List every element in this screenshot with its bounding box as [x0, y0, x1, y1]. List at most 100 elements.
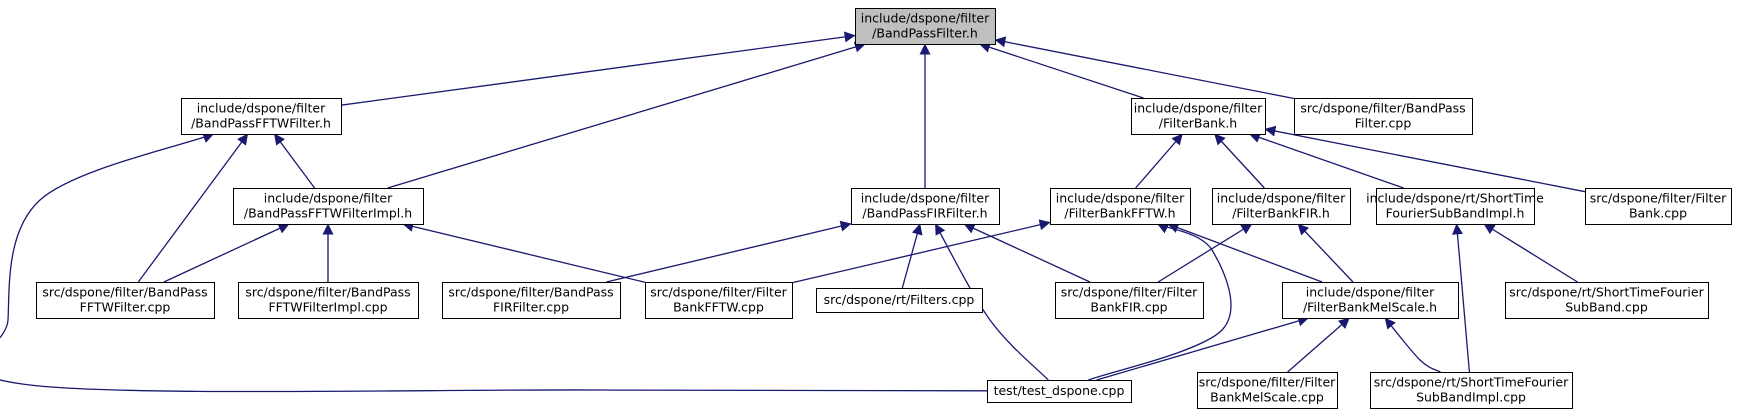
node-filterbank_h[interactable]: include/dspone/filter/FilterBank.h — [1131, 98, 1266, 135]
node-box — [1294, 98, 1473, 135]
node-label-line: SubBandImpl.cpp — [1416, 390, 1526, 405]
node-label-line: include/dspone/rt/ShortTime — [1366, 191, 1544, 206]
node-stfsb_cpp[interactable]: src/dspone/rt/ShortTimeFourierSubBand.cp… — [1505, 282, 1709, 319]
node-fbfir_h[interactable]: include/dspone/filter/FilterBankFIR.h — [1212, 188, 1351, 225]
node-fbfftw_cpp[interactable]: src/dspone/filter/FilterBankFFTW.cpp — [645, 282, 793, 319]
node-label-line: include/dspone/filter — [1056, 191, 1185, 206]
node-bpfftwimpl_cpp[interactable]: src/dspone/filter/BandPassFFTWFilterImpl… — [238, 282, 419, 319]
node-label-line: src/dspone/filter/BandPass — [42, 285, 207, 300]
node-label-line: include/dspone/filter — [861, 11, 990, 26]
edge-bpfir_cpp-to-bpfir_h — [606, 220, 852, 283]
node-box — [1055, 282, 1204, 319]
edges-layer — [0, 31, 1586, 393]
node-box — [36, 282, 215, 319]
node-label-line: src/dspone/filter/BandPass — [245, 285, 410, 300]
node-label-line: /FilterBankFFTW.h — [1064, 206, 1175, 221]
node-box — [1376, 188, 1535, 225]
edge-test_cpp-to-bpfir_h — [934, 223, 1049, 381]
node-label-line: /FilterBankFIR.h — [1232, 206, 1330, 221]
node-label-line: src/dspone/filter/Filter — [1590, 191, 1727, 206]
node-label-line: include/dspone/filter — [1134, 101, 1263, 116]
edge-filters_cpp-to-bpfir_h — [901, 223, 923, 289]
edge-stfsbimpl_cpp-to-stfsbimpl_h — [1452, 223, 1471, 373]
node-fbfftw_h[interactable]: include/dspone/filter/FilterBankFFTW.h — [1050, 188, 1191, 225]
node-box — [1370, 372, 1573, 409]
node-label-line: FFTWFilter.cpp — [80, 300, 171, 315]
node-box — [238, 282, 419, 319]
node-label-line: include/dspone/filter — [1217, 191, 1346, 206]
edge-bandpass_cpp-to-root — [994, 36, 1295, 100]
node-box — [855, 8, 996, 45]
node-label-line: test/test_dspone.cpp — [994, 383, 1125, 398]
edge-stfsb_cpp-to-stfsbimpl_h — [1483, 223, 1578, 283]
edge-test_cpp-to-fbfftw_h — [1088, 223, 1232, 381]
node-label-line: include/dspone/filter — [1306, 285, 1435, 300]
node-label-line: src/dspone/filter/Filter — [650, 285, 787, 300]
node-root[interactable]: include/dspone/filter/BandPassFilter.h — [855, 8, 996, 45]
node-box — [816, 288, 983, 313]
edge-fbfftw_cpp-to-fbfftw_h — [791, 219, 1051, 284]
node-box — [1585, 188, 1732, 225]
node-label-line: FFTWFilterImpl.cpp — [268, 300, 387, 315]
node-fbmel_cpp[interactable]: src/dspone/filter/FilterBankMelScale.cpp — [1197, 372, 1338, 409]
edge-stfsbimpl_h-to-filterbank_h — [1248, 132, 1404, 189]
edge-fbfir_cpp-to-fbfir_h — [1157, 223, 1253, 283]
node-stfsbimpl_h[interactable]: include/dspone/rt/ShortTimeFourierSubBan… — [1366, 188, 1544, 225]
edge-fbfir_h-to-filterbank_h — [1214, 133, 1265, 189]
edge-fbmel_h-to-fbfftw_h — [1167, 222, 1323, 283]
node-label-line: src/dspone/rt/ShortTimeFourier — [1509, 285, 1704, 300]
node-test_cpp[interactable]: test/test_dspone.cpp — [987, 380, 1132, 403]
edge-bpfftwimpl_h-to-root — [387, 41, 866, 189]
node-box — [645, 282, 793, 319]
node-box — [181, 98, 342, 135]
node-box — [1212, 188, 1351, 225]
edge-test_cpp-to-fbmel_h — [1096, 315, 1310, 381]
node-label-line: Bank.cpp — [1629, 206, 1687, 221]
node-box — [1050, 188, 1191, 225]
node-label-line: /BandPassFilter.h — [872, 26, 978, 41]
node-box — [233, 188, 424, 225]
node-bpfftwimpl_h[interactable]: include/dspone/filter/BandPassFFTWFilter… — [233, 188, 424, 225]
node-label-line: src/dspone/rt/ShortTimeFourier — [1374, 375, 1569, 390]
node-label-line: BankFIR.cpp — [1090, 300, 1167, 315]
node-label-line: FourierSubBandImpl.h — [1386, 206, 1525, 221]
edge-fbmel_h-to-fbfir_h — [1297, 223, 1354, 283]
node-stfsbimpl_cpp[interactable]: src/dspone/rt/ShortTimeFourierSubBandImp… — [1370, 372, 1573, 409]
edge-fbfir_cpp-to-bpfir_h — [963, 223, 1091, 283]
node-label-line: include/dspone/filter — [197, 101, 326, 116]
node-box — [442, 282, 621, 319]
node-box — [851, 188, 1000, 225]
node-box — [1131, 98, 1266, 135]
node-filters_cpp[interactable]: src/dspone/rt/Filters.cpp — [816, 288, 983, 313]
node-box — [1282, 282, 1459, 319]
node-fbmel_h[interactable]: include/dspone/filter/FilterBankMelScale… — [1282, 282, 1459, 319]
edge-bpfftw_cpp-to-bpfftwimpl_h — [163, 223, 290, 283]
edge-fbmel_cpp-to-fbmel_h — [1287, 317, 1350, 373]
node-label-line: src/dspone/filter/BandPass — [1300, 101, 1465, 116]
node-label-line: SubBand.cpp — [1565, 300, 1648, 315]
node-label-line: /FilterBankMelScale.h — [1303, 300, 1437, 315]
node-box — [987, 380, 1132, 403]
node-bandpass_cpp[interactable]: src/dspone/filter/BandPassFilter.cpp — [1294, 98, 1473, 135]
node-label-line: src/dspone/filter/Filter — [1061, 285, 1198, 300]
node-bpfftw_h[interactable]: include/dspone/filter/BandPassFFTWFilter… — [181, 98, 342, 135]
node-bpfftw_cpp[interactable]: src/dspone/filter/BandPassFFTWFilter.cpp — [36, 282, 215, 319]
node-label-line: FIRFilter.cpp — [493, 300, 569, 315]
node-label-line: src/dspone/filter/BandPass — [448, 285, 613, 300]
node-label-line: BankFFTW.cpp — [673, 300, 764, 315]
node-label-line: /FilterBank.h — [1159, 116, 1237, 131]
edge-bpfftw_cpp-to-bpfftw_h — [137, 133, 249, 283]
node-bpfir_h[interactable]: include/dspone/filter/BandPassFIRFilter.… — [851, 188, 1000, 225]
node-fbfir_cpp[interactable]: src/dspone/filter/FilterBankFIR.cpp — [1055, 282, 1204, 319]
node-filterbank_cpp[interactable]: src/dspone/filter/FilterBank.cpp — [1585, 188, 1732, 225]
node-label-line: /BandPassFFTWFilterImpl.h — [244, 206, 412, 221]
edge-bpfftw_h-to-root — [340, 31, 856, 106]
node-label-line: /BandPassFIRFilter.h — [862, 206, 987, 221]
edge-filterbank_cpp-to-filterbank_h — [1264, 125, 1586, 193]
node-bpfir_cpp[interactable]: src/dspone/filter/BandPassFIRFilter.cpp — [442, 282, 621, 319]
node-label-line: src/dspone/filter/Filter — [1199, 375, 1336, 390]
node-box — [1505, 282, 1709, 319]
node-label-line: include/dspone/filter — [861, 191, 990, 206]
nodes-layer: include/dspone/filter/BandPassFilter.hin… — [36, 8, 1732, 409]
